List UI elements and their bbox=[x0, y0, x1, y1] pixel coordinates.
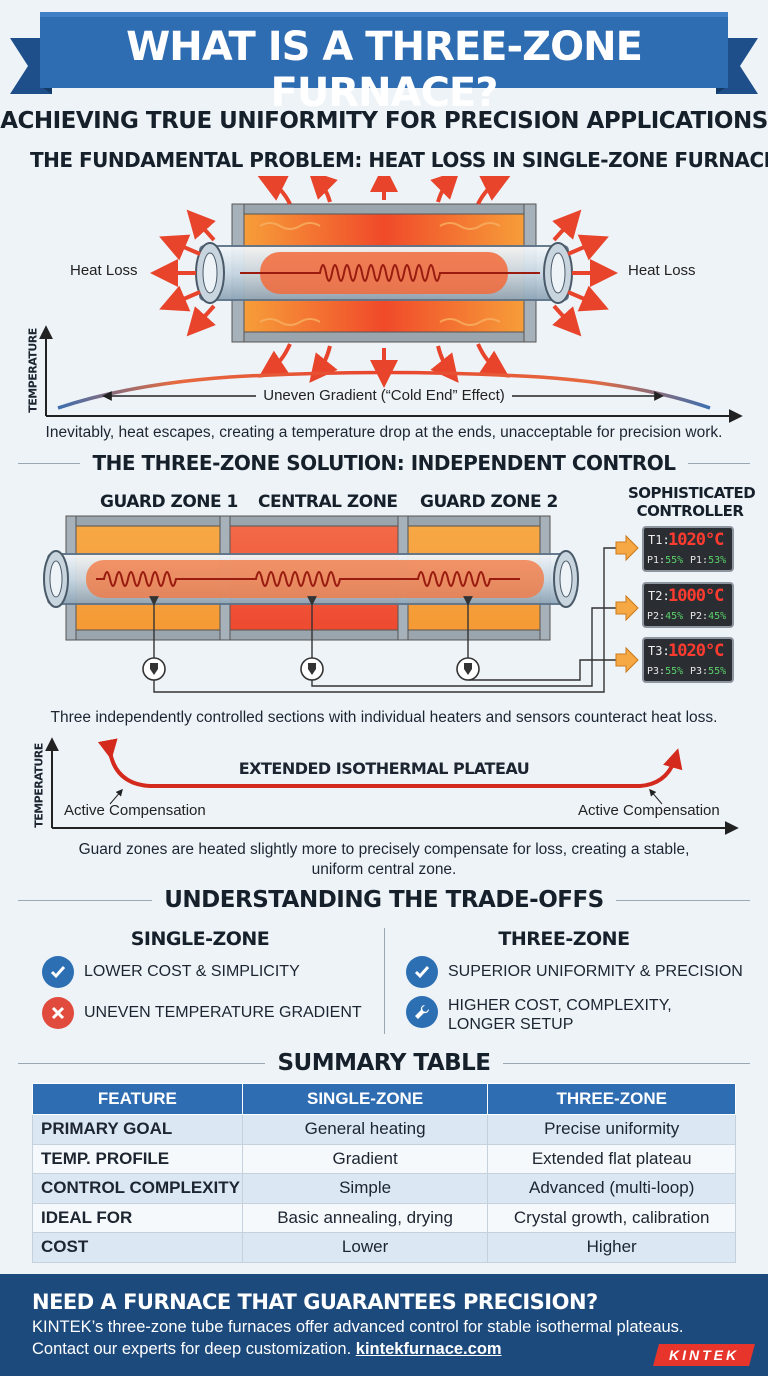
zone-label-guard-2: GUARD ZONE 2 bbox=[420, 492, 558, 512]
check-icon bbox=[42, 956, 74, 988]
controller-display-2: T2:1000°C P2:45% P2:45% bbox=[642, 582, 734, 628]
heat-loss-left-label: Heat Loss bbox=[70, 262, 138, 279]
plateau-label: EXTENDED ISOTHERMAL PLATEAU bbox=[238, 759, 530, 778]
single-zone-title: SINGLE-ZONE bbox=[130, 928, 270, 950]
active-compensation-right: Active Compensation bbox=[578, 802, 720, 819]
three-zone-diagram bbox=[43, 515, 639, 693]
problem-caption: Inevitably, heat escapes, creating a tem… bbox=[45, 424, 723, 441]
plateau-graph bbox=[45, 737, 739, 835]
controller-title: SOPHISTICATED CONTROLLER bbox=[628, 484, 756, 520]
page-subtitle: ACHIEVING TRUE UNIFORMITY FOR PRECISION … bbox=[0, 108, 768, 134]
column-header: SINGLE-ZONE bbox=[241, 1083, 489, 1115]
gradient-label: Uneven Gradient (“Cold End” Effect) bbox=[263, 387, 505, 404]
page-title: WHAT IS A THREE-ZONE FURNACE? bbox=[126, 24, 643, 116]
single-zone-pro: LOWER COST & SIMPLICITY bbox=[42, 956, 300, 988]
footer-body: KINTEK’s three-zone tube furnaces offer … bbox=[32, 1316, 742, 1360]
temperature-axis-label-2: TEMPERATURE bbox=[32, 743, 46, 828]
x-icon bbox=[42, 997, 74, 1029]
solution-caption: Three independently controlled sections … bbox=[50, 709, 718, 726]
column-header: FEATURE bbox=[32, 1083, 243, 1115]
controller-display-1: T1:1020°C P1:55% P1:53% bbox=[642, 526, 734, 572]
check-icon bbox=[406, 956, 438, 988]
single-zone-diagram bbox=[39, 176, 743, 423]
three-zone-pro: SUPERIOR UNIFORMITY & PRECISION bbox=[406, 956, 743, 988]
tradeoffs-heading: UNDERSTANDING THE TRADE-OFFS bbox=[0, 887, 768, 913]
summary-heading: SUMMARY TABLE bbox=[0, 1050, 768, 1076]
active-compensation-left: Active Compensation bbox=[64, 802, 206, 819]
three-zone-con: HIGHER COST, COMPLEXITY,LONGER SETUP bbox=[406, 996, 672, 1034]
compensation-caption-line-2: uniform central zone. bbox=[311, 861, 457, 878]
single-zone-con: UNEVEN TEMPERATURE GRADIENT bbox=[42, 997, 362, 1029]
zone-label-central: CENTRAL ZONE bbox=[258, 492, 398, 512]
footer-line-2: Contact our experts for deep customizati… bbox=[32, 1340, 352, 1358]
footer-title: NEED A FURNACE THAT GUARANTEES PRECISION… bbox=[32, 1290, 598, 1314]
temperature-axis-label: TEMPERATURE bbox=[26, 328, 40, 413]
zone-label-guard-1: GUARD ZONE 1 bbox=[100, 492, 238, 512]
heat-loss-right-label: Heat Loss bbox=[628, 262, 696, 279]
compensation-caption-line-1: Guard zones are heated slightly more to … bbox=[78, 841, 690, 858]
tradeoffs-divider bbox=[384, 928, 385, 1034]
column-header: THREE-ZONE bbox=[487, 1083, 736, 1115]
problem-heading: THE FUNDAMENTAL PROBLEM: HEAT LOSS IN SI… bbox=[30, 148, 768, 172]
solution-heading: THE THREE-ZONE SOLUTION: INDEPENDENT CON… bbox=[0, 451, 768, 475]
website-link[interactable]: kintekfurnace.com bbox=[355, 1340, 502, 1358]
wrench-icon bbox=[406, 996, 438, 1028]
three-zone-title: THREE-ZONE bbox=[498, 928, 630, 950]
title-banner bbox=[0, 0, 768, 110]
kintek-logo: KINTEK bbox=[653, 1344, 755, 1366]
footer-cta bbox=[0, 1274, 768, 1376]
summary-table: FEATURE SINGLE-ZONE THREE-ZONE PRIMARY G… bbox=[32, 1083, 736, 1263]
footer-line-1: KINTEK’s three-zone tube furnaces offer … bbox=[32, 1318, 684, 1336]
controller-display-3: T3:1020°C P3:55% P3:55% bbox=[642, 637, 734, 683]
